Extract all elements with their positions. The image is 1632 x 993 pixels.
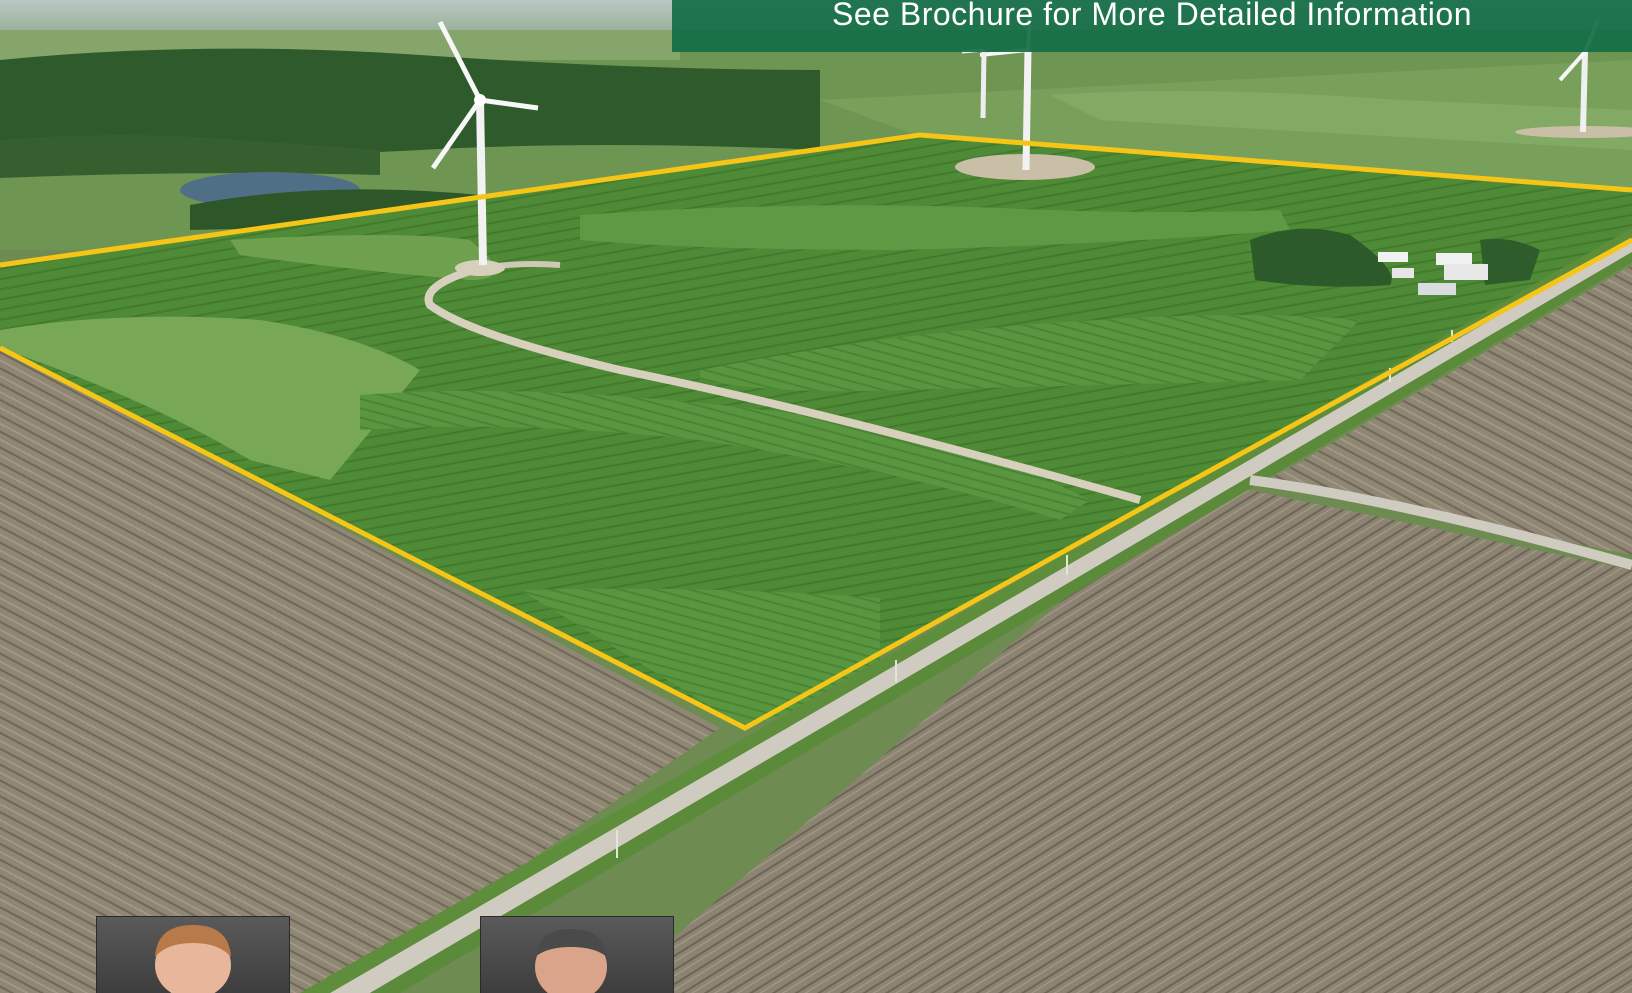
tilled-field-left	[0, 348, 720, 993]
brochure-banner[interactable]: See Brochure for More Detailed Informati…	[672, 0, 1632, 52]
banner-text: See Brochure for More Detailed Informati…	[832, 0, 1472, 32]
farm-lane	[424, 264, 1142, 504]
tilled-field-northeast	[1265, 265, 1632, 555]
tilled-field-right	[610, 490, 1632, 993]
farmstead-trees	[1250, 228, 1392, 287]
person-portrait-icon	[155, 925, 231, 993]
person-portrait-icon	[535, 929, 607, 993]
wind-turbine-1	[430, 20, 539, 266]
agent-photo-2[interactable]	[480, 916, 674, 993]
agent-photo-1[interactable]	[96, 916, 290, 993]
tree-line	[0, 48, 820, 155]
property-boundary-south	[0, 237, 1632, 731]
property-boundary-north	[0, 132, 1632, 268]
farm-building	[1378, 252, 1408, 262]
